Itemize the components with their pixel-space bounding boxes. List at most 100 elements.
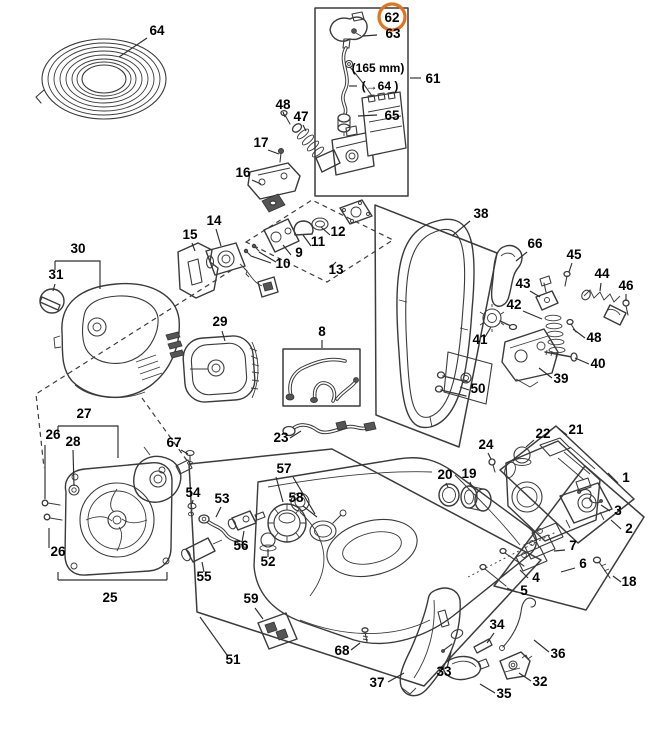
part-label-63[interactable]: 63 [385, 26, 401, 41]
callout-61[interactable]: 61 [410, 71, 441, 86]
callout-35[interactable]: 35 [479, 683, 512, 701]
part-label-66[interactable]: 66 [527, 236, 543, 251]
callout-63[interactable]: 63 [362, 26, 401, 41]
callout-14[interactable]: 14 [206, 213, 222, 247]
callout-34[interactable]: 34 [486, 617, 505, 644]
callout-27[interactable]: 27 [57, 406, 119, 458]
callout-25[interactable]: 25 [57, 572, 168, 605]
part-label-29[interactable]: 29 [212, 314, 227, 329]
part-label-48b[interactable]: 48 [586, 330, 602, 345]
part-label-19[interactable]: 19 [461, 466, 476, 481]
part-label-17[interactable]: 17 [253, 135, 268, 150]
part-label-56[interactable]: 56 [233, 538, 249, 553]
callout-62-highlighted[interactable]: 62 [377, 2, 407, 32]
callout-3[interactable]: 3 [600, 503, 622, 518]
part-label-21[interactable]: 21 [568, 422, 584, 437]
callout-55[interactable]: 55 [196, 561, 212, 584]
part-label-23[interactable]: 23 [273, 430, 289, 445]
part-label-43[interactable]: 43 [515, 276, 531, 291]
part-label-28[interactable]: 28 [65, 434, 81, 449]
callout-57[interactable]: 57 [275, 461, 316, 515]
part-label-55[interactable]: 55 [196, 569, 212, 584]
callout-65[interactable]: 65 [357, 108, 400, 123]
callout-36[interactable]: 36 [533, 639, 566, 661]
part-label-35[interactable]: 35 [496, 686, 512, 701]
callout-66[interactable]: 66 [515, 236, 543, 262]
part-label-8[interactable]: 8 [318, 324, 326, 339]
callout-37[interactable]: 37 [369, 672, 405, 690]
callout-18[interactable]: 18 [612, 574, 637, 589]
callout-52[interactable]: 52 [260, 549, 276, 569]
part-label-41[interactable]: 41 [472, 332, 488, 347]
part-label-38[interactable]: 38 [473, 206, 489, 221]
callout-21[interactable]: 21 [557, 422, 584, 437]
part-label-51[interactable]: 51 [225, 652, 241, 667]
callout-56[interactable]: 56 [233, 530, 249, 553]
callout-41[interactable]: 41 [472, 326, 492, 347]
part-label-53[interactable]: 53 [214, 491, 230, 506]
part-label-67[interactable]: 67 [166, 435, 181, 450]
callout-9[interactable]: 9 [282, 244, 303, 260]
callout-4[interactable]: 4 [519, 569, 540, 585]
callout-12[interactable]: 12 [320, 224, 346, 239]
part-label-4[interactable]: 4 [532, 570, 540, 585]
callout-31[interactable]: 31 [48, 267, 64, 292]
callout-5[interactable]: 5 [506, 583, 528, 598]
part-label-25[interactable]: 25 [102, 590, 118, 605]
callout-48a[interactable]: 48 [275, 97, 291, 118]
part-label-64[interactable]: 64 [149, 23, 165, 38]
callout-45[interactable]: 45 [566, 247, 582, 273]
callout-68[interactable]: 68 [334, 642, 361, 658]
callout-26b[interactable]: 26 [48, 528, 66, 559]
callout-6[interactable]: 6 [560, 556, 587, 573]
part-label-13[interactable]: 13 [328, 262, 344, 277]
callout-43[interactable]: 43 [515, 276, 541, 298]
callout-64[interactable]: 64 [118, 23, 165, 58]
part-label-36[interactable]: 36 [550, 646, 566, 661]
callout-42[interactable]: 42 [506, 297, 543, 320]
part-label-58[interactable]: 58 [288, 490, 304, 505]
part-label-10[interactable]: 10 [275, 256, 290, 271]
part-label-20[interactable]: 20 [437, 467, 452, 482]
callout-19[interactable]: 19 [461, 466, 477, 488]
part-label-6[interactable]: 6 [579, 556, 587, 571]
callout-8[interactable]: 8 [318, 324, 326, 348]
callout-1[interactable]: 1 [607, 470, 630, 485]
part-label-39[interactable]: 39 [553, 371, 568, 386]
part-label-54[interactable]: 54 [185, 485, 201, 500]
part-label-59[interactable]: 59 [243, 591, 258, 606]
part-label-31[interactable]: 31 [48, 267, 64, 282]
part-label-68[interactable]: 68 [334, 643, 350, 658]
part-label-48a[interactable]: 48 [275, 97, 291, 112]
callout-47[interactable]: 47 [293, 109, 309, 132]
callout-54[interactable]: 54 [185, 485, 201, 505]
part-label-18[interactable]: 18 [621, 574, 637, 589]
callout-17[interactable]: 17 [253, 135, 280, 155]
callout-30[interactable]: 30 [54, 241, 101, 289]
part-label-34[interactable]: 34 [489, 617, 505, 632]
part-label-26a[interactable]: 26 [45, 427, 61, 442]
part-label-24[interactable]: 24 [478, 437, 494, 452]
part-label-33[interactable]: 33 [436, 664, 452, 679]
callout-20[interactable]: 20 [437, 467, 453, 488]
callout-44[interactable]: 44 [594, 266, 610, 292]
callout-67[interactable]: 67 [166, 435, 189, 455]
part-label-22[interactable]: 22 [535, 426, 550, 441]
callout-2[interactable]: 2 [610, 519, 633, 536]
part-label-65[interactable]: 65 [384, 108, 400, 123]
callout-10[interactable]: 10 [250, 251, 291, 271]
callout-51[interactable]: 51 [199, 616, 241, 667]
callout-50[interactable]: 50 [459, 381, 486, 396]
callout-7[interactable]: 7 [553, 538, 577, 553]
part-label-9[interactable]: 9 [295, 245, 303, 260]
callout-11[interactable]: 11 [302, 234, 326, 249]
callout-46[interactable]: 46 [618, 278, 634, 301]
part-label-62[interactable]: 62 [384, 10, 399, 25]
callout-29[interactable]: 29 [212, 314, 228, 342]
callout-53[interactable]: 53 [214, 491, 230, 518]
callout-22[interactable]: 22 [525, 426, 551, 448]
part-label-5[interactable]: 5 [520, 583, 528, 598]
callout-24[interactable]: 24 [478, 437, 494, 460]
part-label-47[interactable]: 47 [293, 109, 308, 124]
callout-38[interactable]: 38 [451, 206, 489, 237]
